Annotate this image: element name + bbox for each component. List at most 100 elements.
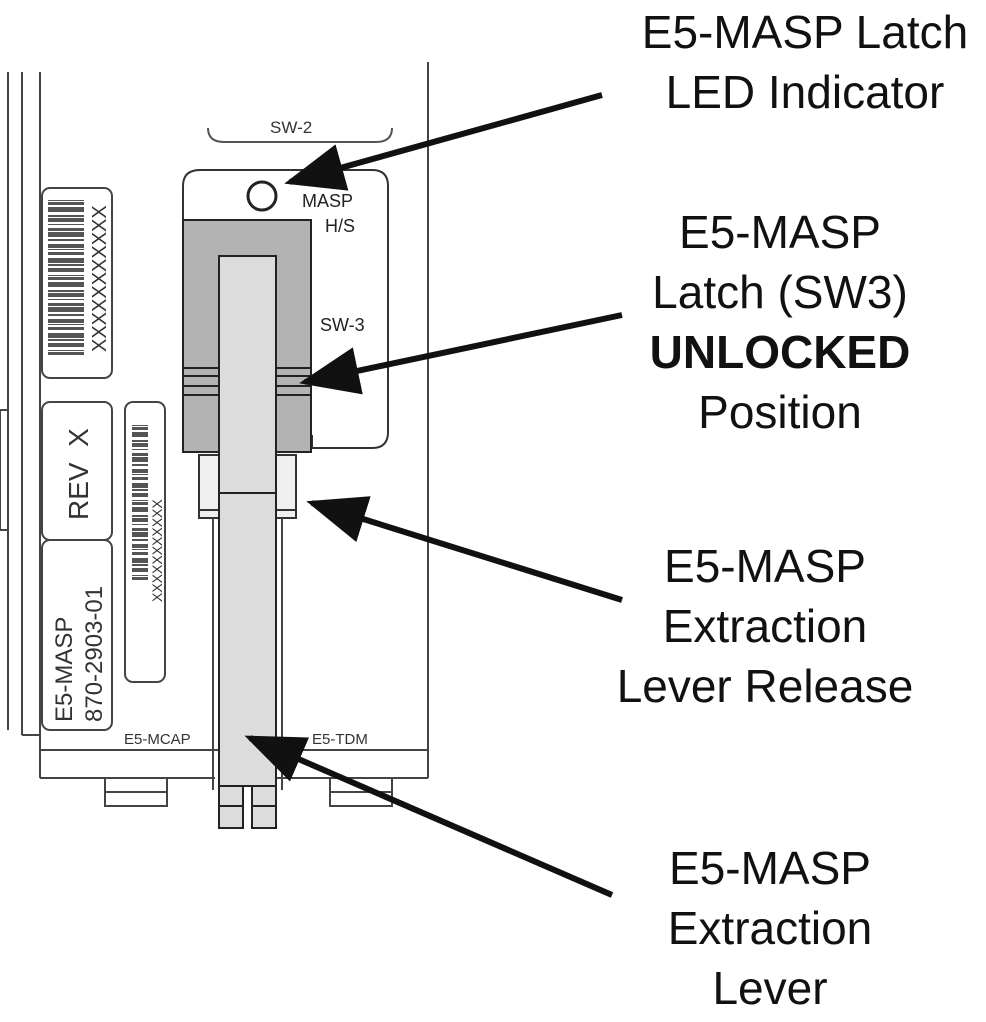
arrow-led (284, 92, 603, 191)
tdm-label: E5-TDM (312, 731, 368, 748)
barcode-bar (48, 207, 84, 212)
barcode-bar (132, 558, 148, 563)
barcode-bar (48, 218, 84, 222)
barcode-bar (132, 507, 148, 512)
barcode-bar (132, 577, 148, 580)
bottom-connector-right (329, 777, 393, 807)
callout-release-line3: Lever Release (616, 660, 914, 712)
sw2-label: SW-2 (270, 118, 312, 137)
barcode-bar (48, 324, 84, 325)
hs-label: H/S (325, 216, 355, 236)
barcode-bar (48, 339, 84, 341)
callout-lever-line1: E5-MASP (669, 842, 871, 894)
barcode-bar (132, 544, 148, 548)
barcode-bar (48, 350, 84, 351)
barcode-bar (48, 239, 84, 241)
barcode-bar (132, 552, 148, 555)
barcode-bar (132, 457, 148, 462)
barcode-bar (132, 515, 148, 517)
barcode-bar (132, 432, 148, 437)
barcode-bar (48, 258, 84, 263)
callout-latch-state: UNLOCKED (649, 326, 911, 378)
barcode-bar (48, 252, 84, 255)
barcode-bar (132, 518, 148, 522)
barcode-bar (132, 464, 148, 466)
callout-latch-line1: E5-MASP (679, 206, 881, 258)
barcode-text-mid: XXXXXXXXXXX (149, 499, 165, 602)
callout-release-line1: E5-MASP (664, 540, 866, 592)
barcode-bar (48, 352, 84, 355)
extraction-lever (218, 255, 277, 829)
sw3-label: SW-3 (320, 315, 365, 335)
barcode-bar (132, 549, 148, 550)
barcode-bar (48, 282, 84, 287)
rev-label: REV X (63, 428, 94, 520)
callout-lever-line3: Lever (712, 962, 828, 1014)
barcode-bar (132, 440, 148, 442)
callout-lever-line2: Extraction (667, 902, 873, 954)
barcode-bar (48, 333, 84, 338)
barcode-bar (132, 483, 148, 488)
barcode-text-top: XXXXXXXXXXX (89, 205, 111, 352)
callout-led-line1: E5-MASP Latch (641, 6, 969, 58)
rev-label-box: REV X (41, 401, 113, 541)
barcode-bar (48, 314, 84, 316)
barcode-bar (48, 275, 84, 276)
arrow-latch (299, 312, 623, 395)
barcode-bar (48, 343, 84, 347)
barcode-bar (48, 277, 84, 280)
barcode-bar (48, 319, 84, 323)
callout-release-line2: Extraction (662, 600, 868, 652)
barcode-bar (48, 202, 84, 205)
barcode-bar (132, 532, 148, 537)
barcode-bar (132, 500, 148, 501)
barcode-bar (48, 307, 84, 312)
callout-latch-line2: Latch (SW3) (652, 266, 908, 318)
barcode-bar (48, 303, 84, 306)
barcode-bar (48, 232, 84, 237)
part-label-box: E5-MASP 870-2903-01 (41, 539, 113, 731)
barcode-bar (132, 539, 148, 541)
bottom-connector-left (104, 777, 168, 807)
callout-latch-position: Position (698, 386, 862, 438)
barcode-bar (132, 528, 148, 531)
barcode-bar (48, 327, 84, 330)
barcode-bar (132, 477, 148, 480)
barcode-bar (132, 502, 148, 505)
part-number: 870-2903-01 (81, 586, 108, 722)
barcode-bar (48, 200, 84, 201)
barcode-bar (48, 249, 84, 250)
barcode-bar (132, 427, 148, 430)
barcode-bar (132, 564, 148, 566)
barcode-bar (48, 268, 84, 272)
barcode-bar (132, 489, 148, 491)
barcode-bar (132, 443, 148, 447)
callout-latch: E5-MASP Latch (SW3) UNLOCKED Position (620, 202, 940, 442)
barcode-bar (48, 293, 84, 297)
barcode-bar (132, 469, 148, 473)
barcode-bar (48, 299, 84, 300)
barcode-top (48, 200, 84, 355)
sw2-bracket (207, 127, 393, 143)
barcode-bar (132, 575, 148, 576)
barcode-bar (132, 425, 148, 426)
barcode-label-mid: XXXXXXXXXXX (124, 401, 166, 683)
mcap-label: E5-MCAP (124, 731, 191, 748)
arrow-lever (244, 735, 614, 898)
callout-led-line2: LED Indicator (665, 66, 945, 118)
barcode-bar (48, 215, 84, 217)
barcode-bar (132, 449, 148, 450)
barcode-bar (132, 474, 148, 475)
barcode-bar (48, 290, 84, 292)
callout-lever-release: E5-MASP Extraction Lever Release (600, 536, 930, 716)
led-indicator (246, 180, 278, 212)
callout-led-indicator: E5-MASP Latch LED Indicator (620, 2, 986, 122)
card-name: E5-MASP (51, 617, 78, 722)
barcode-bar (132, 493, 148, 497)
barcode-bar (48, 228, 84, 231)
barcode-mid (132, 425, 148, 580)
barcode-label-top: XXXXXXXXXXX (41, 187, 113, 379)
barcode-bar (132, 453, 148, 456)
switch-housing (182, 169, 389, 449)
